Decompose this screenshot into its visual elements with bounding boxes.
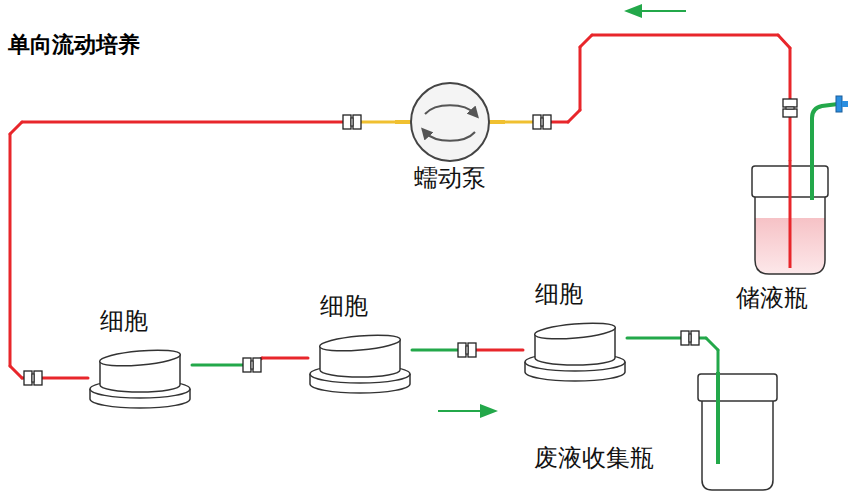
diagram-title: 单向流动培养 xyxy=(8,30,140,60)
cell-dish: 细胞 xyxy=(523,278,627,382)
waste-bottle-shape xyxy=(530,372,780,494)
node-label: 细胞 xyxy=(320,292,368,321)
tube-connectors xyxy=(24,99,797,385)
tube-connector xyxy=(505,35,790,160)
node-label: 细胞 xyxy=(100,307,148,336)
cell-dish: 细胞 xyxy=(88,305,192,409)
reservoir-bottle: 储液瓶 xyxy=(730,160,840,325)
cell-dish: 细胞 xyxy=(308,290,412,394)
node-label: 细胞 xyxy=(535,280,583,309)
flow-arrow xyxy=(624,4,686,18)
node-label: 蠕动泵 xyxy=(414,164,486,193)
peristaltic-pump: 蠕动泵 xyxy=(395,80,505,198)
node-label: 废液收集瓶 xyxy=(534,444,654,473)
flow-arrow xyxy=(438,404,498,418)
node-label: 储液瓶 xyxy=(736,284,808,313)
tube-connector xyxy=(627,338,718,372)
waste-bottle: 废液收集瓶 xyxy=(530,372,780,494)
